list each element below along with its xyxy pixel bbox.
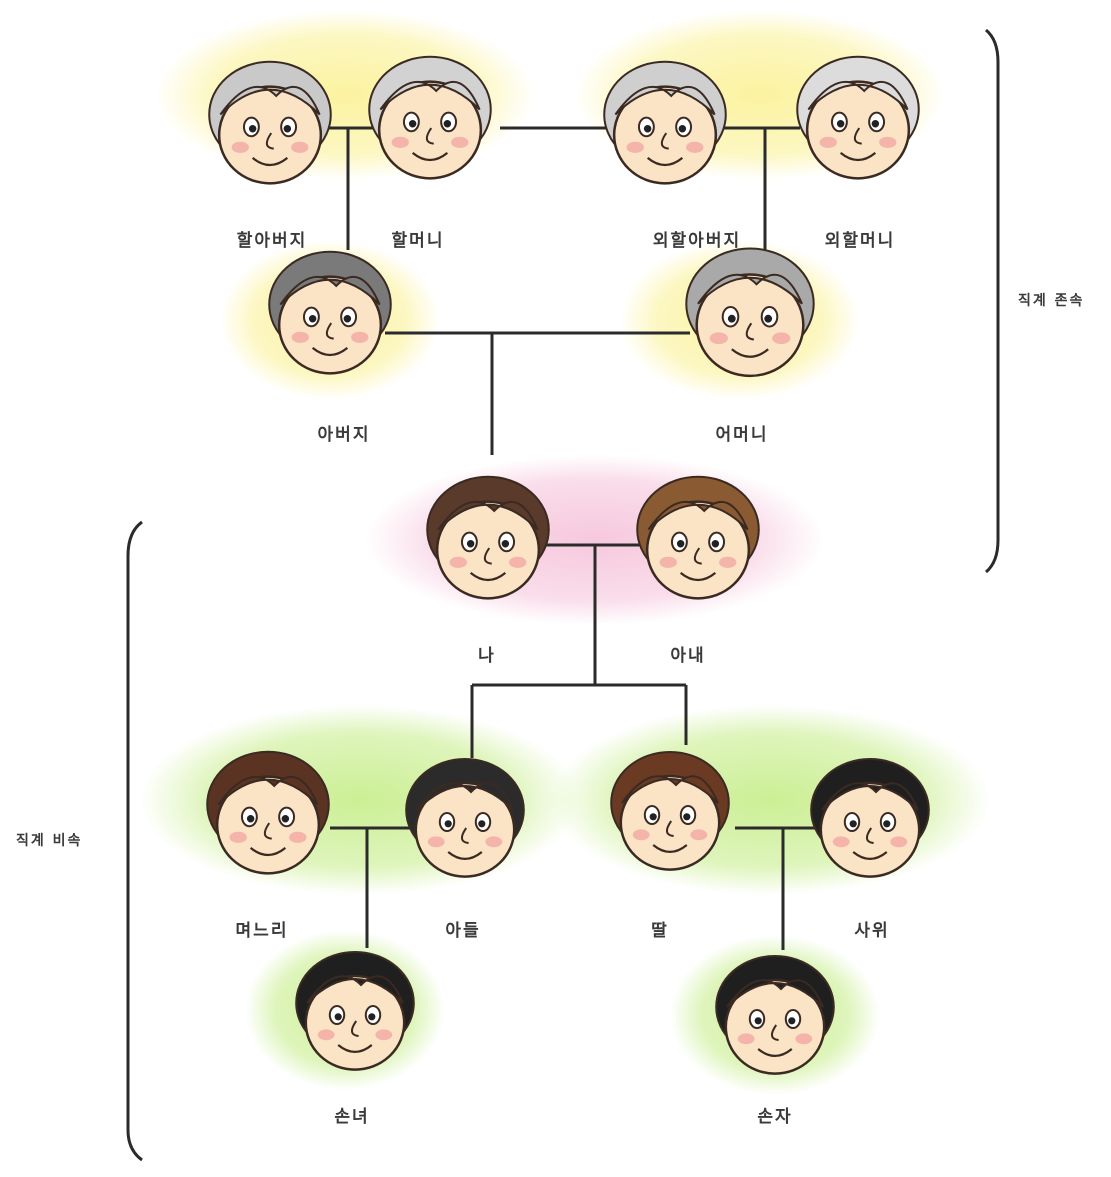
- man-face: [426, 475, 550, 600]
- girl-pigtails-face: [295, 951, 415, 1071]
- boy-face: [715, 955, 835, 1075]
- older-woman-face: [685, 247, 815, 378]
- bald-elderly-man-face: [208, 60, 332, 185]
- young-woman-face: [206, 750, 330, 875]
- label-me: 나: [478, 646, 496, 666]
- bald-elderly-man-face: [603, 60, 727, 185]
- connector-lines: [310, 126, 830, 950]
- elderly-woman-face: [368, 55, 492, 180]
- ascendants-label: 직계 존속: [1018, 293, 1085, 309]
- label-grandfather: 할아버지: [236, 231, 308, 251]
- label-grandson: 손자: [757, 1107, 793, 1127]
- label-maternal-grandfather: 외할아버지: [652, 231, 742, 251]
- ascendants-bracket: [984, 28, 1000, 574]
- elderly-woman-face: [796, 55, 920, 180]
- label-daughter: 딸: [651, 921, 669, 941]
- descendants-label: 직계 비속: [16, 833, 83, 849]
- curly-woman-face: [636, 475, 760, 600]
- brackets: [126, 28, 1000, 1162]
- label-mother: 어머니: [715, 425, 769, 445]
- young-man-face: [405, 758, 525, 878]
- label-son: 아들: [445, 921, 481, 941]
- young-woman-face: [610, 751, 730, 871]
- label-maternal-grandmother: 외할머니: [824, 231, 896, 251]
- label-grandmother: 할머니: [391, 231, 445, 251]
- label-son-in-law: 사위: [854, 921, 890, 941]
- older-man-face: [268, 250, 392, 375]
- face-layer: [206, 55, 930, 1075]
- label-wife: 아내: [670, 646, 706, 666]
- curly-young-man-face: [810, 758, 930, 878]
- descendants-bracket: [126, 520, 143, 1162]
- label-father: 아버지: [317, 425, 371, 445]
- label-granddaughter: 손녀: [334, 1107, 370, 1127]
- label-daughter-in-law: 며느리: [235, 921, 289, 941]
